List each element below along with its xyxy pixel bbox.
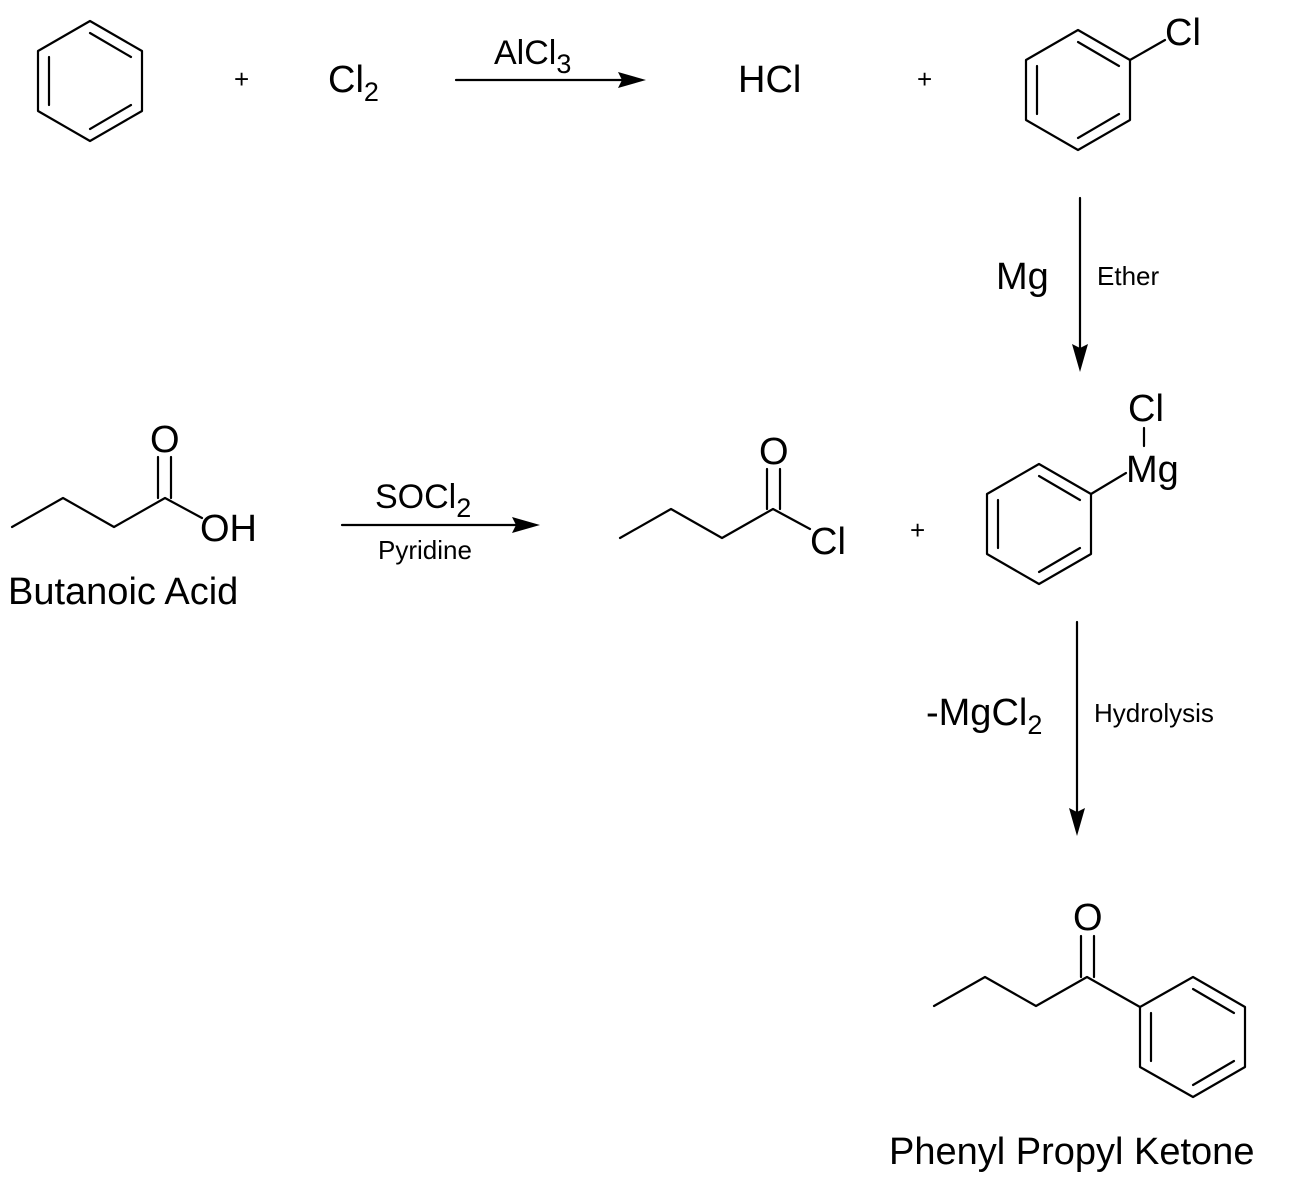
butanoyl-chloride-cl-atom: Cl [810, 521, 846, 563]
reaction-arrow-3 [340, 517, 540, 533]
magnesium-reagent: Mg [996, 256, 1049, 298]
grignard-cl-atom: Cl [1128, 388, 1164, 430]
plus-sign-3: + [910, 515, 925, 545]
reaction-arrow-1 [454, 72, 646, 88]
plus-sign-2: + [917, 64, 932, 94]
plus-sign-1: + [234, 64, 249, 94]
butanoic-acid-molecule [10, 455, 204, 529]
reaction-arrow-2 [1072, 196, 1088, 372]
chlorine-reactant: Cl2 [328, 59, 379, 107]
hcl-product: HCl [738, 59, 801, 101]
phenyl-propyl-ketone-molecule [932, 934, 1247, 1099]
butanoic-acid-oxygen: O [150, 419, 180, 461]
magnesium-chloride-byproduct: -MgCl2 [926, 692, 1042, 740]
chlorobenzene-cl-atom: Cl [1165, 12, 1201, 54]
chlorobenzene-molecule [1024, 28, 1167, 152]
grignard-mg-atom: Mg [1126, 449, 1179, 491]
reaction-arrow-4 [1069, 620, 1085, 836]
pyridine-solvent: Pyridine [378, 535, 472, 565]
phenyl-propyl-ketone-label: Phenyl Propyl Ketone [889, 1131, 1254, 1173]
ether-solvent: Ether [1097, 261, 1159, 291]
catalyst-label: AlCl3 [494, 34, 571, 79]
butanoyl-chloride-oxygen: O [759, 431, 789, 473]
butanoyl-chloride-molecule [618, 467, 812, 540]
thionyl-chloride-reagent: SOCl2 [375, 478, 471, 523]
phenylmagnesium-chloride-molecule [985, 426, 1146, 586]
hydrolysis-condition: Hydrolysis [1094, 698, 1214, 728]
ketone-oxygen: O [1073, 897, 1103, 939]
butanoic-acid-hydroxyl: OH [200, 508, 257, 550]
butanoic-acid-label: Butanoic Acid [8, 571, 238, 613]
benzene-molecule [36, 19, 144, 143]
